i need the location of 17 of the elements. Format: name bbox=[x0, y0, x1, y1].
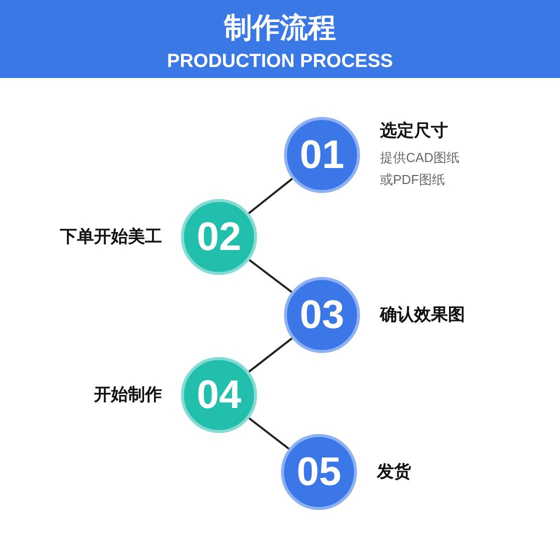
connector-line bbox=[248, 417, 290, 450]
step-number: 04 bbox=[196, 373, 242, 417]
step-number: 03 bbox=[300, 293, 344, 337]
title: 制作流程 bbox=[224, 11, 336, 45]
step-number: 05 bbox=[296, 450, 342, 494]
step-title: 开始制作 bbox=[94, 384, 162, 406]
connector-line bbox=[248, 178, 293, 214]
step-number: 01 bbox=[300, 133, 344, 177]
step-description: 提供CAD图纸或PDF图纸 bbox=[380, 149, 460, 189]
subtitle: PRODUCTION PROCESS bbox=[167, 50, 393, 74]
step-title: 下单开始美工 bbox=[60, 226, 162, 248]
step-title: 确认效果图 bbox=[380, 304, 465, 326]
step-title: 选定尺寸 bbox=[380, 120, 448, 142]
connector-line bbox=[248, 338, 293, 372]
step-number: 02 bbox=[196, 215, 242, 259]
connector-line bbox=[248, 259, 292, 293]
step-title: 发货 bbox=[377, 461, 411, 483]
